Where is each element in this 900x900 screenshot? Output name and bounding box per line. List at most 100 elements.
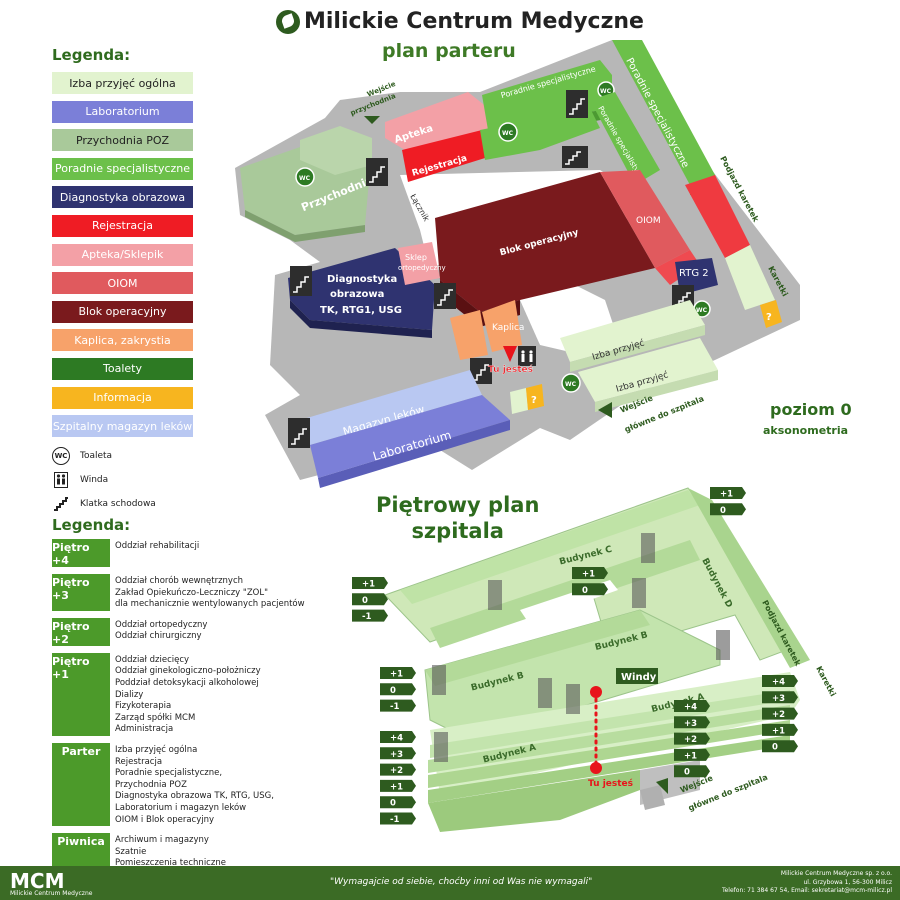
floor-tag: Parter	[52, 742, 110, 827]
floor-tag-shape	[674, 700, 710, 712]
department-line: Zarząd spółki MCM	[115, 712, 196, 723]
floor-tag-label: 0	[362, 596, 368, 606]
room-sklep-1: Sklep	[405, 253, 427, 262]
symbol-label: Winda	[80, 475, 109, 485]
legend-item: Informacja	[52, 386, 193, 409]
floor-tag-shape	[352, 577, 388, 589]
department-line: Oddział chorób wewnętrznych	[115, 576, 244, 586]
floor-tag-shape	[352, 609, 388, 622]
department-line: Zakład Opiekuńczo-Leczniczy "ZOL"	[115, 587, 268, 598]
floor-tag-shape	[380, 812, 416, 825]
department-line: dla mechanicznie wentylowanych pacjentów	[115, 599, 305, 610]
magazyn-room	[300, 370, 482, 445]
wc-label: WC	[299, 175, 311, 182]
floor-tag-label: 0	[390, 799, 396, 809]
floor-plan-title: Piętrowy plan szpitala	[376, 492, 539, 544]
department-line: Oddział ginekologiczno-położniczy	[115, 666, 261, 677]
legend-item: Rejestracja	[52, 214, 193, 237]
floor-tag-shape	[380, 683, 416, 696]
leaf-logo-icon	[276, 10, 300, 34]
you-are-here-top	[590, 686, 602, 698]
department-line: Oddział rehabilitacji	[115, 541, 200, 551]
level-label: poziom 0	[770, 400, 852, 419]
shaft	[538, 678, 552, 708]
poradnie-inner	[590, 92, 660, 185]
red-rooms	[685, 175, 750, 258]
floor-tag-label: +3	[772, 694, 785, 704]
page-subtitle: plan parteru	[382, 40, 516, 62]
floor-tag-label: +1	[582, 570, 595, 580]
floor-tag-label: +1	[390, 670, 403, 680]
floor-tag-label: +1	[390, 782, 403, 792]
legend-item: Szpitalny magazyn leków	[52, 415, 193, 438]
kaplica-side	[450, 310, 488, 360]
floor-tag-shape	[674, 732, 710, 745]
izba-small	[725, 245, 775, 310]
floor-tag-label: +2	[684, 735, 697, 745]
footer: MCM Milickie Centrum Medyczne "Wymagajci…	[0, 866, 900, 900]
wc-icon	[561, 373, 581, 393]
floor-tag-label: 0	[772, 743, 778, 753]
entrance-arrow-icon	[364, 116, 380, 124]
floor-tag-shape	[710, 487, 746, 499]
you-are-here-marker	[503, 346, 517, 362]
legend-item: Izba przyjęć ogólna	[52, 72, 193, 94]
floor-tag-shape	[674, 765, 710, 778]
stairs-icon	[52, 495, 70, 513]
wc-label: WC	[696, 307, 708, 314]
floor-tag: Piętro +1	[52, 652, 110, 736]
department-line: Administracja	[115, 724, 174, 735]
karetki-label-2: Karetki	[814, 665, 837, 698]
floors-legend-title: Legenda:	[52, 516, 131, 534]
shaft	[641, 533, 655, 563]
floor-tag-label: -1	[390, 815, 400, 825]
elevator-icon	[518, 346, 536, 366]
legend-item: Przychodnia POZ	[52, 129, 193, 152]
floor-tag-shape	[572, 567, 608, 579]
floor-tag-shape	[380, 779, 416, 792]
poradnie-mid	[480, 108, 600, 160]
wc-icon: WC	[52, 447, 70, 465]
floor-tags: +10+10-1+10+10-1+4+3+2+10-1+4+3+2+10+4+3…	[352, 487, 798, 825]
symbol-legend: WC Toaleta Winda Klatka schodowa	[52, 444, 156, 516]
windy-badge	[616, 668, 658, 684]
legend-item: Toalety	[52, 357, 193, 380]
legend-item: Diagnostyka obrazowa	[52, 186, 193, 209]
poradnie-right	[612, 40, 715, 185]
department-line: Szatnie	[115, 846, 147, 857]
floor-tag-label: +1	[362, 580, 375, 590]
legend-item: Poradnie specjalistyczne	[52, 157, 193, 180]
footer-logo: MCM	[10, 869, 65, 893]
floor-tag-shape	[762, 740, 798, 753]
footer-quote: "Wymagajcie od siebie, choćby inni od Wa…	[330, 877, 593, 887]
floor-tag: Piętro +4	[52, 539, 110, 567]
footer-address: ul. Grzybowa 1, 56-300 Milicz	[803, 878, 893, 886]
department-line: Pomieszczenia techniczne	[115, 858, 226, 869]
department-line: Oddział ortopedyczny	[115, 619, 208, 630]
legend-item: Laboratorium	[52, 100, 193, 123]
legend-item: Apteka/Sklepik	[52, 243, 193, 266]
stacked-floor-plan: Budynek C Budynek B Budynek B Budynek A …	[352, 487, 838, 832]
department-line: Diagnostyka obrazowa TK, RTG, USG,	[115, 791, 274, 802]
wc-label: WC	[502, 130, 514, 137]
stairs-icon	[290, 266, 312, 296]
floor-tag-label: +4	[772, 678, 785, 688]
room-diagnostyka-2: obrazowa	[330, 289, 384, 300]
info-desk	[760, 300, 782, 328]
shaft	[566, 684, 580, 714]
info-desk	[526, 384, 544, 410]
symbol-label: Toaleta	[80, 451, 113, 461]
info-icon: ?	[531, 395, 537, 406]
diagnostyka-room	[288, 248, 435, 330]
floor-tag-label: +1	[772, 726, 785, 736]
you-are-here-marker	[590, 762, 602, 774]
wc-icon	[295, 167, 315, 187]
footer-company: Milickie Centrum Medyczne sp. z o.o.	[780, 870, 892, 877]
department-line: Poradnie specjalistyczne,	[115, 768, 223, 779]
room-diagnostyka-1: Diagnostyka	[327, 274, 397, 285]
